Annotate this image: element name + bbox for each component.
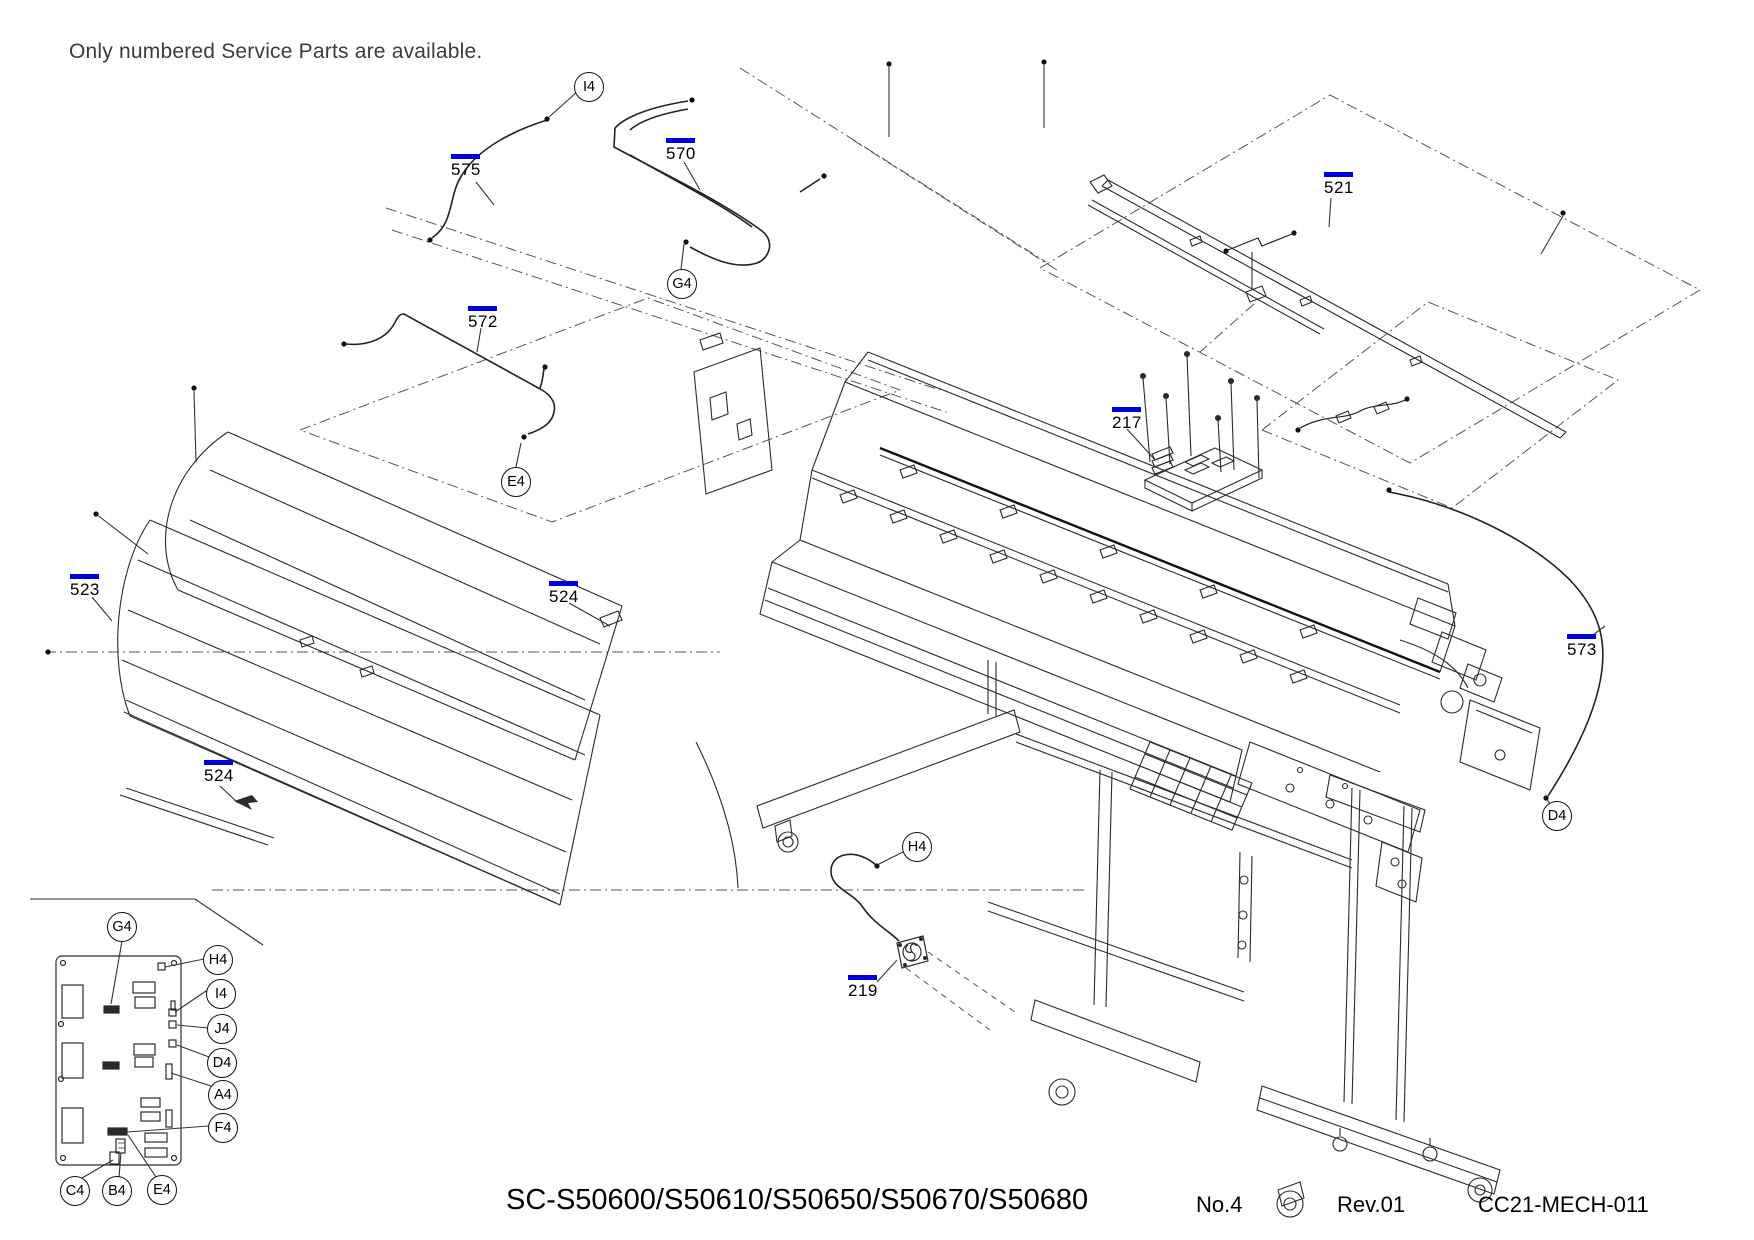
part-number: 217 — [1112, 413, 1142, 432]
part-number: 219 — [848, 981, 878, 1000]
part-label-219[interactable]: 219 — [848, 975, 878, 999]
stand-legs — [756, 660, 1501, 1218]
part-label-524-left[interactable]: 524 — [204, 760, 234, 784]
footer-sheet-number: No.4 — [1196, 1192, 1243, 1217]
board-callout-F4: F4 — [208, 1113, 238, 1143]
part-link-underline — [451, 154, 480, 159]
callout-G4: G4 — [667, 269, 697, 299]
pcb-inset — [55, 955, 182, 1166]
fan-219 — [896, 935, 929, 969]
part-label-217[interactable]: 217 — [1112, 407, 1142, 431]
board-217 — [1139, 350, 1264, 512]
part-link-underline — [549, 581, 578, 586]
part-link-underline — [848, 975, 877, 980]
leader-lines — [81, 65, 1606, 1179]
part-link-underline — [666, 138, 695, 143]
part-link-underline — [1567, 634, 1596, 639]
part-number: 524 — [204, 766, 234, 785]
callout-D4: D4 — [1542, 801, 1572, 831]
board-callout-G4: G4 — [107, 912, 137, 942]
callout-I4: I4 — [574, 72, 604, 102]
part-number: 573 — [1567, 640, 1597, 659]
footer-doc-code: CC21-MECH-011 — [1478, 1192, 1649, 1217]
part-number: 572 — [468, 312, 498, 331]
part-link-underline — [1324, 172, 1353, 177]
cable-parts — [345, 100, 1604, 942]
part-label-572[interactable]: 572 — [468, 306, 498, 330]
part-label-573[interactable]: 573 — [1567, 634, 1597, 658]
board-callout-E4: E4 — [147, 1175, 177, 1205]
install-position-dashes — [905, 951, 1016, 1031]
board-callout-H4: H4 — [203, 945, 233, 975]
part-link-underline — [468, 306, 497, 311]
board-callout-J4: J4 — [207, 1014, 237, 1044]
footer-model: SC-S50600/S50610/S50650/S50670/S50680 — [506, 1184, 1089, 1216]
part-label-521[interactable]: 521 — [1324, 172, 1354, 196]
board-callout-D4: D4 — [207, 1048, 237, 1078]
board-callout-I4: I4 — [206, 979, 236, 1009]
part-label-575[interactable]: 575 — [451, 154, 481, 178]
note-text: Only numbered Service Parts are availabl… — [69, 40, 483, 63]
callout-H4: H4 — [902, 832, 932, 862]
part-number: 523 — [70, 580, 100, 599]
part-label-570[interactable]: 570 — [666, 138, 696, 162]
cover-panels — [30, 431, 739, 946]
part-number: 524 — [549, 587, 579, 606]
alignment-guides — [45, 67, 1701, 891]
top-cover-521 — [1087, 174, 1567, 439]
part-link-underline — [204, 760, 233, 765]
part-label-523[interactable]: 523 — [70, 574, 100, 598]
part-number: 521 — [1324, 178, 1354, 197]
board-callout-B4: B4 — [102, 1176, 132, 1206]
board-callout-C4: C4 — [60, 1176, 90, 1206]
board-callout-A4: A4 — [208, 1080, 238, 1110]
part-label-524-mid[interactable]: 524 — [549, 581, 579, 605]
callout-E4: E4 — [501, 467, 531, 497]
footer-revision: Rev.01 — [1337, 1192, 1406, 1217]
part-number: 575 — [451, 160, 481, 179]
part-link-underline — [70, 574, 99, 579]
connector-dots — [45, 59, 1566, 869]
part-number: 570 — [666, 144, 696, 163]
part-link-underline — [1112, 407, 1141, 412]
